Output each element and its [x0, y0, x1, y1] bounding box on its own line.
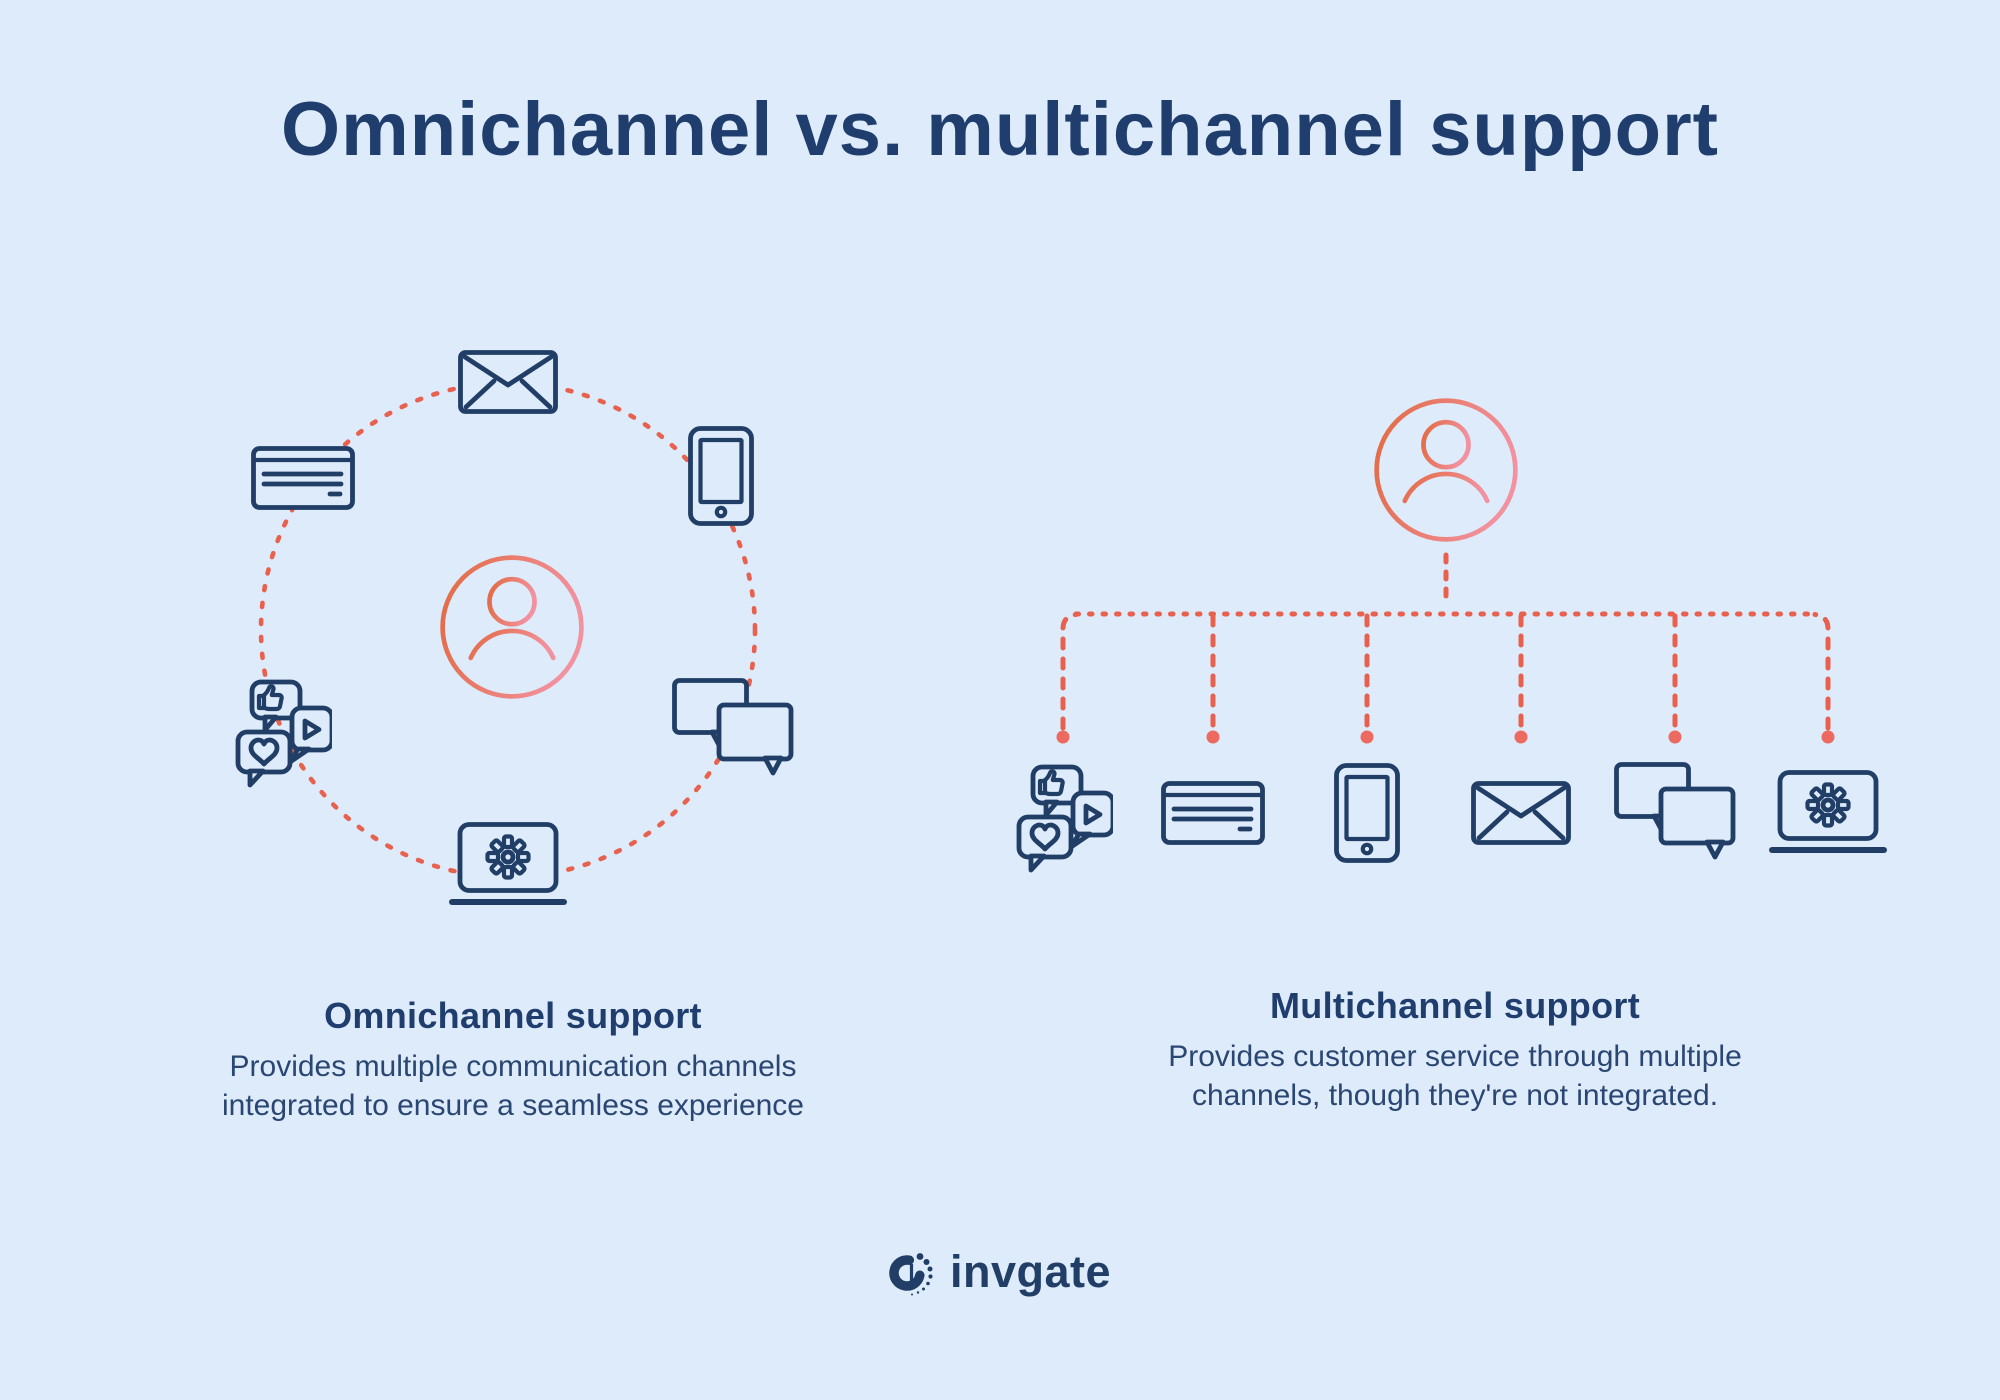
- multichannel-description: Provides customer service through multip…: [1168, 1040, 1742, 1112]
- brand-name: invgate: [949, 1246, 1112, 1297]
- email-icon: [1474, 784, 1569, 843]
- credit-card-icon: [254, 449, 353, 508]
- smartphone-icon: [691, 429, 752, 524]
- social-media-icon: [1019, 767, 1113, 870]
- email-icon: [461, 353, 556, 412]
- customer-person-icon: [1377, 401, 1516, 540]
- laptop-settings-icon: [1772, 773, 1884, 851]
- multichannel-diagram: [990, 380, 1920, 910]
- brand-footer: invgate: [0, 1246, 2000, 1298]
- customer-person-icon: [443, 558, 582, 697]
- logo-dot-spiral: [910, 1253, 933, 1296]
- multichannel-caption: Multichannel support Provides customer s…: [1100, 985, 1810, 1115]
- social-media-icon: [238, 682, 332, 785]
- credit-card-icon: [1164, 784, 1263, 843]
- omnichannel-description: Provides multiple communication channels…: [221, 1050, 804, 1122]
- integration-circle-dotted: [258, 380, 758, 880]
- chat-icon: [1617, 765, 1734, 858]
- invgate-logo-mark: [889, 1253, 933, 1296]
- branch-vertical-dotted: [1812, 612, 1831, 731]
- branch-endpoint-dots: [1056, 730, 1835, 744]
- omnichannel-diagram: [175, 300, 855, 950]
- branch-vertical-dotted: [1060, 612, 1079, 731]
- smartphone-icon: [1337, 766, 1398, 861]
- chat-icon: [675, 681, 792, 774]
- page-title: Omnichannel vs. multichannel support: [281, 87, 1719, 172]
- multichannel-heading: Multichannel support: [1270, 985, 1640, 1026]
- omnichannel-caption: Omnichannel support Provides multiple co…: [158, 995, 868, 1125]
- omnichannel-heading: Omnichannel support: [324, 995, 702, 1036]
- laptop-settings-icon: [452, 825, 564, 903]
